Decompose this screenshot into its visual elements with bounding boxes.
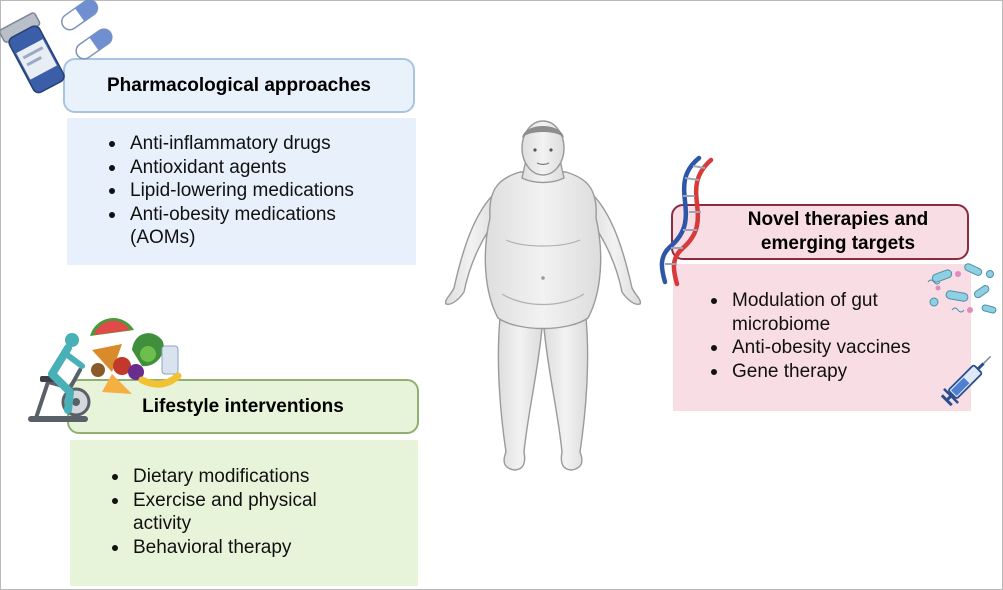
novel-header: Novel therapies and emerging targets <box>671 204 969 260</box>
list-item: Behavioral therapy <box>108 536 418 560</box>
list-item: Anti-inflammatory drugs <box>105 132 416 156</box>
pharmacological-header: Pharmacological approaches <box>63 58 415 113</box>
pill-bottle-icon <box>0 12 65 94</box>
capsules-icon <box>61 0 113 60</box>
microbes-icon <box>927 263 997 314</box>
lifestyle-panel: Dietary modifications Exercise and physi… <box>70 440 418 586</box>
list-item: Dietary modifications <box>108 465 418 489</box>
pharmacological-panel: Anti-inflammatory drugs Antioxidant agen… <box>67 118 416 265</box>
pharmacological-list: Anti-inflammatory drugs Antioxidant agen… <box>105 132 416 250</box>
novel-panel: Modulation of gut microbiome Anti-obesit… <box>673 264 971 411</box>
obese-person-figure <box>444 120 642 471</box>
lifestyle-list: Dietary modifications Exercise and physi… <box>108 465 418 559</box>
list-item: Modulation of gut microbiome <box>707 289 932 336</box>
exercise-bike-icon <box>28 333 91 422</box>
syringe-icon <box>940 355 992 407</box>
list-item: Antioxidant agents <box>105 156 416 180</box>
list-item: Exercise and physical activity <box>108 489 343 536</box>
list-item: Anti-obesity medications (AOMs) <box>105 203 380 250</box>
novel-list: Modulation of gut microbiome Anti-obesit… <box>707 289 971 383</box>
dna-helix-icon <box>659 155 714 287</box>
healthy-food-icon <box>90 318 182 394</box>
list-item: Lipid-lowering medications <box>105 179 416 203</box>
list-item: Gene therapy <box>707 360 971 384</box>
list-item: Anti-obesity vaccines <box>707 336 971 360</box>
